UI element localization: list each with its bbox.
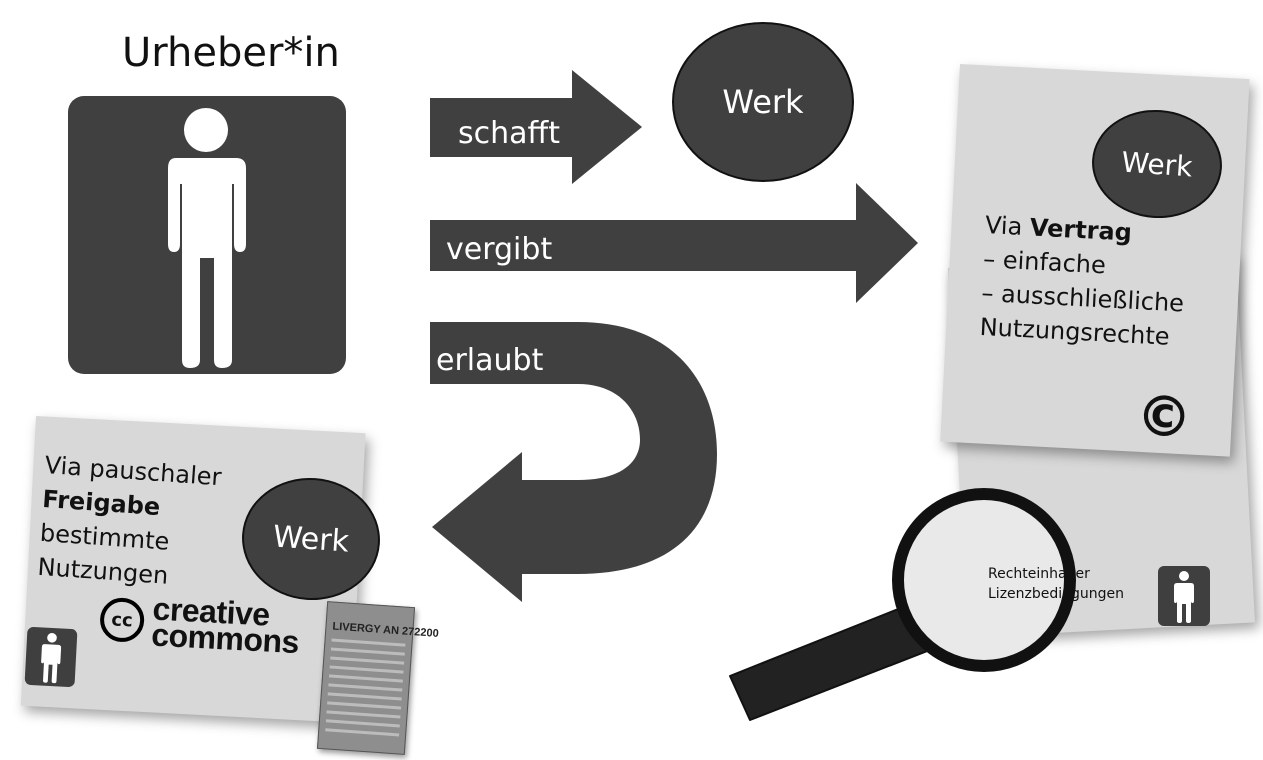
arrow-erlaubt	[430, 322, 717, 602]
freigabe-card-text: Via pauschaler Freigabe bestimmte Nutzun…	[36, 448, 223, 596]
small-person-box-right	[1158, 566, 1210, 626]
arrow-label-erlaubt: erlaubt	[436, 343, 544, 378]
person-icon	[168, 108, 246, 368]
magnifier-text: Rechteinhaber Lizenzbedingungen	[988, 564, 1124, 605]
werk-label: Werk	[1120, 145, 1194, 183]
cc-wordmark: creative commons	[150, 591, 301, 661]
magnifier-line-rechteinhaber: Rechteinhaber	[988, 566, 1090, 582]
laundry-tag-icon: LIVERGY AN 272200	[316, 601, 440, 755]
author-title: Urheber*in	[122, 30, 340, 76]
werk-circle: Werk	[672, 22, 854, 182]
magnifier-line-lizenz: Lizenzbedingungen	[988, 586, 1125, 603]
tag-title: LIVERGY AN 272200	[332, 620, 440, 640]
werk-label: Werk	[722, 83, 804, 121]
copyright-icon: ©	[1134, 383, 1194, 452]
arrow-vergibt	[430, 183, 918, 303]
cc-circle-mark: cc	[98, 597, 146, 644]
cc-logo-icon: cc creative commons	[98, 591, 301, 661]
arrow-label-vergibt: vergibt	[446, 232, 553, 267]
person-icon	[41, 632, 62, 684]
cc-word-commons: commons	[150, 616, 300, 661]
werk-label: Werk	[271, 518, 351, 560]
vertrag-card-text: Via Vertrag – einfache – ausschließliche…	[979, 208, 1189, 355]
vertrag-bold: Vertrag	[1029, 213, 1133, 247]
person-icon	[1174, 571, 1194, 623]
arrow-label-schafft: schafft	[458, 116, 560, 151]
small-person-box-left	[24, 626, 78, 688]
magnifier-icon	[729, 488, 1076, 721]
arrow-schafft	[430, 70, 642, 184]
